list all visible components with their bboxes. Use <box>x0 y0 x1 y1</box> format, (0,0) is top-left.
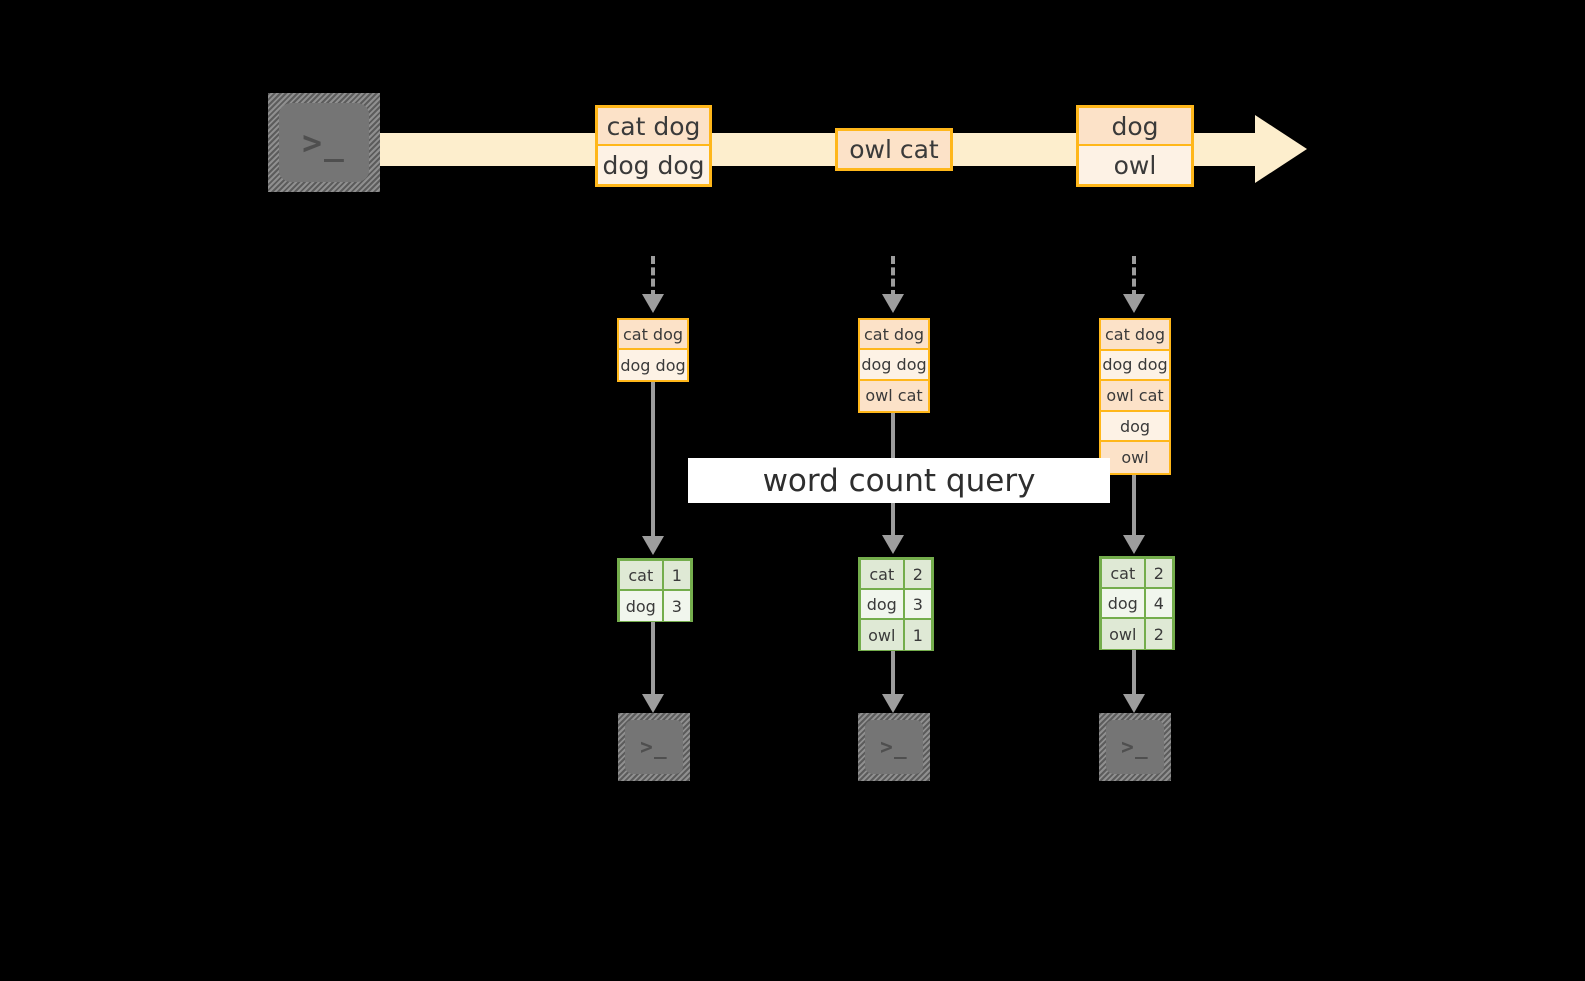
stream-message-row: dog dog <box>598 146 709 184</box>
result-row: cat 1 <box>620 561 690 591</box>
result-row: dog 3 <box>861 590 931 620</box>
terminal-prompt-icon: >_ <box>640 734 668 759</box>
log-row: dog dog <box>1101 350 1169 382</box>
result-word-cell: owl <box>1102 619 1146 649</box>
stream-to-log-arrowhead-2 <box>882 294 904 313</box>
result-count-cell: 1 <box>904 620 931 650</box>
log-to-result-arrowhead-3 <box>1123 535 1145 554</box>
stream-to-log-arrowhead-3 <box>1123 294 1145 313</box>
result-row: owl 1 <box>861 620 931 650</box>
stream-message-group-2[interactable]: owl cat <box>835 128 953 171</box>
log-row: dog dog <box>619 350 687 380</box>
result-to-consumer-connector-3 <box>1132 650 1136 697</box>
result-word-cell: cat <box>620 561 664 589</box>
log-row: cat dog <box>619 320 687 350</box>
stream-arrow-head <box>1255 115 1307 183</box>
result-row: owl 2 <box>1102 619 1172 649</box>
stream-message-row: dog <box>1079 108 1191 146</box>
stream-message-group-1[interactable]: cat dog dog dog <box>595 105 712 187</box>
stream-message-group-3[interactable]: dog owl <box>1076 105 1194 187</box>
result-count-cell: 1 <box>663 561 690 589</box>
result-word-cell: dog <box>620 591 664 621</box>
result-to-consumer-connector-1 <box>651 622 655 697</box>
log-row: owl cat <box>860 380 928 411</box>
result-count-cell: 2 <box>1145 559 1172 587</box>
result-word-cell: cat <box>1102 559 1146 587</box>
log-row: dog <box>1101 411 1169 443</box>
result-row: dog 3 <box>620 591 690 621</box>
result-to-consumer-arrowhead-2 <box>882 694 904 713</box>
consumer-terminal-body-3: >_ <box>1106 720 1164 774</box>
result-row: cat 2 <box>1102 559 1172 589</box>
consumer-terminal-icon-3[interactable]: >_ <box>1099 713 1171 781</box>
stream-message-row: owl <box>1079 146 1191 184</box>
log-row: cat dog <box>1101 320 1169 351</box>
stream-message-row: cat dog <box>598 108 709 146</box>
query-label-band: word count query <box>688 458 1110 503</box>
result-table-1[interactable]: cat 1 dog 3 <box>617 558 693 622</box>
result-table-3[interactable]: cat 2 dog 4 owl 2 <box>1099 556 1175 650</box>
result-count-cell: 3 <box>904 590 931 618</box>
log-row: owl <box>1101 442 1169 473</box>
terminal-prompt-icon: >_ <box>880 734 908 759</box>
consumer-terminal-icon-1[interactable]: >_ <box>618 713 690 781</box>
log-to-result-arrowhead-2 <box>882 535 904 554</box>
consumer-terminal-body-2: >_ <box>865 720 923 774</box>
result-count-cell: 2 <box>1145 619 1172 649</box>
result-count-cell: 3 <box>663 591 690 621</box>
producer-terminal-icon[interactable]: >_ <box>268 93 380 192</box>
stream-to-log-arrowhead-1 <box>642 294 664 313</box>
stream-message-row: owl cat <box>838 131 950 168</box>
log-stack-3[interactable]: cat dog dog dog owl cat dog owl <box>1099 318 1171 475</box>
result-word-cell: cat <box>861 560 905 588</box>
result-word-cell: dog <box>861 590 905 618</box>
stream-to-log-connector-2 <box>891 256 895 298</box>
result-to-consumer-arrowhead-3 <box>1123 694 1145 713</box>
terminal-prompt-icon: >_ <box>302 123 346 162</box>
consumer-terminal-icon-2[interactable]: >_ <box>858 713 930 781</box>
result-count-cell: 2 <box>904 560 931 588</box>
result-table-2[interactable]: cat 2 dog 3 owl 1 <box>858 557 934 651</box>
log-stack-2[interactable]: cat dog dog dog owl cat <box>858 318 930 413</box>
log-to-result-connector-3 <box>1132 475 1136 538</box>
log-stack-1[interactable]: cat dog dog dog <box>617 318 689 382</box>
log-to-result-arrowhead-1 <box>642 536 664 555</box>
log-row: dog dog <box>860 350 928 381</box>
log-to-result-connector-1 <box>651 382 655 539</box>
query-label-text: word count query <box>762 462 1036 499</box>
result-to-consumer-connector-2 <box>891 651 895 697</box>
producer-terminal-body: >_ <box>279 103 369 182</box>
result-to-consumer-arrowhead-1 <box>642 694 664 713</box>
result-row: dog 4 <box>1102 589 1172 619</box>
consumer-terminal-body-1: >_ <box>625 720 683 774</box>
log-row: cat dog <box>860 320 928 351</box>
terminal-prompt-icon: >_ <box>1121 734 1149 759</box>
result-count-cell: 4 <box>1145 589 1172 617</box>
result-row: cat 2 <box>861 560 931 590</box>
log-row: owl cat <box>1101 381 1169 412</box>
result-word-cell: dog <box>1102 589 1146 617</box>
stream-to-log-connector-3 <box>1132 256 1136 298</box>
stream-to-log-connector-1 <box>651 256 655 298</box>
result-word-cell: owl <box>861 620 905 650</box>
